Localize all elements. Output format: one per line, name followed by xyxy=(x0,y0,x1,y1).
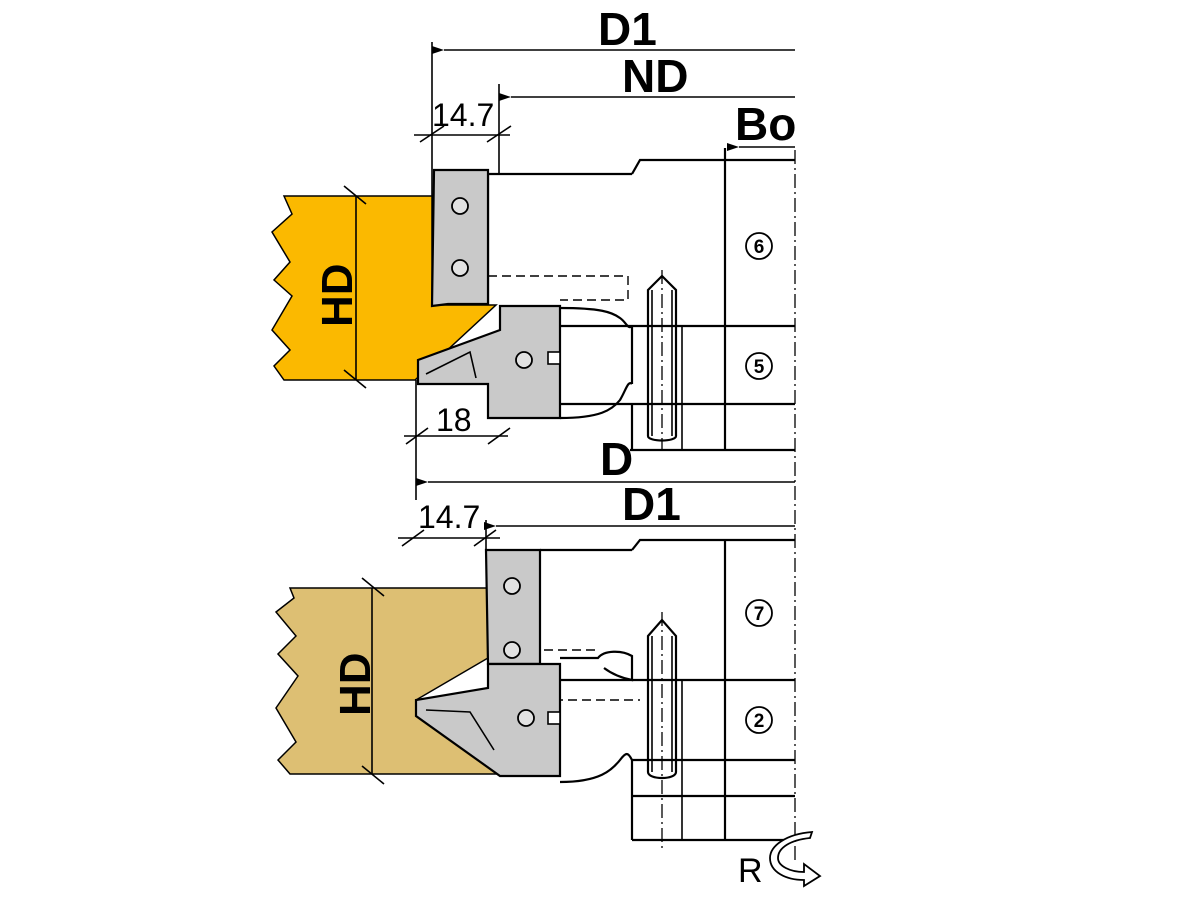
knife-bottom-lower xyxy=(414,662,562,778)
workpiece-bottom xyxy=(274,587,503,775)
knife-hole xyxy=(503,577,521,595)
label-bo: Bo xyxy=(735,98,796,150)
svg-text:7: 7 xyxy=(754,604,765,625)
label-14-7-bottom: 14.7 xyxy=(418,499,480,535)
knife-hole xyxy=(451,197,469,215)
knife-hole xyxy=(517,709,535,727)
position-marker-2: 2 xyxy=(745,706,773,734)
label-d1-bottom: D1 xyxy=(622,478,681,530)
svg-text:6: 6 xyxy=(754,237,765,258)
label-hd-bottom: HD xyxy=(331,652,380,716)
knife-top-lower xyxy=(416,304,562,420)
knife-hole xyxy=(451,259,469,277)
knife-hole xyxy=(503,641,521,659)
position-marker-6: 6 xyxy=(745,232,773,260)
svg-text:5: 5 xyxy=(754,357,765,378)
dimension-lines xyxy=(343,42,795,785)
label-rotation-r: R xyxy=(738,852,763,890)
label-14-7-top: 14.7 xyxy=(432,97,494,133)
cutter-body-bottom xyxy=(488,538,795,852)
position-marker-5: 5 xyxy=(745,352,773,380)
knife-hole xyxy=(515,351,533,369)
cutter-body-top xyxy=(486,148,795,452)
label-hd-top: HD xyxy=(313,263,362,327)
rotation-arrow-icon xyxy=(769,830,822,888)
label-nd: ND xyxy=(622,50,688,102)
label-d: D xyxy=(600,433,633,485)
position-marker-7: 7 xyxy=(745,599,773,627)
label-18: 18 xyxy=(436,402,472,438)
label-d1-top: D1 xyxy=(598,3,657,55)
svg-text:2: 2 xyxy=(754,711,765,732)
knife-top-upper xyxy=(430,168,490,308)
